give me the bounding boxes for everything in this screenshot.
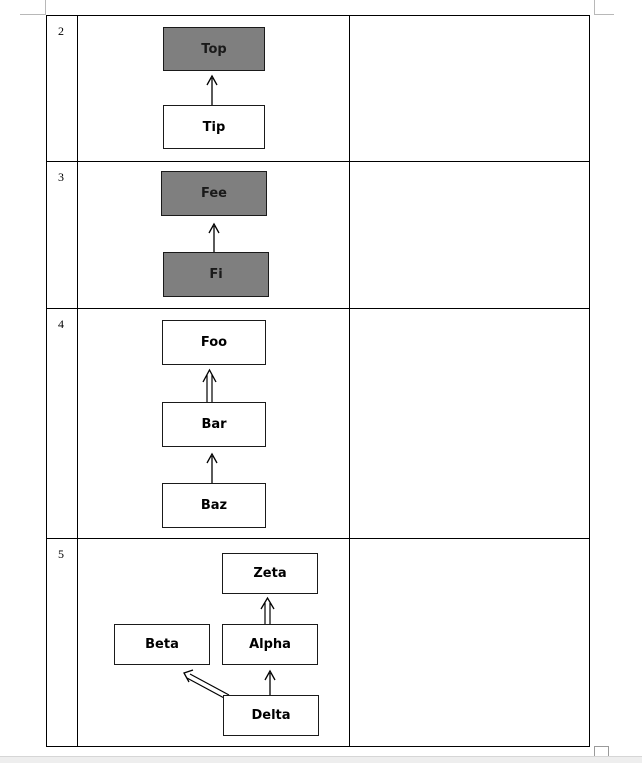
row-number-cell[interactable]: 2	[46, 15, 78, 162]
row-number-cell[interactable]: 3	[46, 161, 78, 309]
notes-cell[interactable]	[349, 15, 590, 162]
row-number: 3	[58, 170, 64, 184]
row-number: 2	[58, 24, 64, 38]
class-box-baz: Baz	[162, 483, 266, 528]
table-row: 3 Fee Fi	[46, 161, 590, 309]
row-number: 5	[58, 547, 64, 561]
crop-mark-top-left	[45, 0, 46, 14]
crop-mark-top-right	[594, 0, 595, 14]
class-box-fi: Fi	[163, 252, 269, 297]
class-box-top: Top	[163, 27, 265, 71]
class-box-bar: Bar	[162, 402, 266, 447]
class-box-tip: Tip	[163, 105, 265, 149]
diagram-cell[interactable]: Top Tip	[77, 15, 350, 162]
document-table: 2 Top Tip 3 Fee Fi 4	[46, 15, 590, 747]
diagram-cell[interactable]: Fee Fi	[77, 161, 350, 309]
table-row: 5 Zeta Beta Alph	[46, 538, 590, 747]
double-arrow-bar-to-foo	[202, 368, 217, 402]
class-box-zeta: Zeta	[222, 553, 318, 594]
notes-cell[interactable]	[349, 538, 590, 747]
crop-mark-left	[20, 14, 46, 15]
notes-cell[interactable]	[349, 161, 590, 309]
table-row: 4 Foo Bar Baz	[46, 308, 590, 539]
single-arrow-baz-to-bar	[206, 452, 218, 483]
diagram-cell[interactable]: Zeta Beta Alpha Delta	[77, 538, 350, 747]
row-number-cell[interactable]: 5	[46, 538, 78, 747]
double-arrow-alpha-to-zeta	[260, 596, 275, 624]
class-box-beta: Beta	[114, 624, 210, 665]
class-box-delta: Delta	[223, 695, 319, 736]
diagram-cell[interactable]: Foo Bar Baz	[77, 308, 350, 539]
page-bottom-edge	[0, 756, 642, 763]
class-box-foo: Foo	[162, 320, 266, 365]
diagram-arrows	[202, 368, 218, 483]
notes-cell[interactable]	[349, 308, 590, 539]
table-row: 2 Top Tip	[46, 15, 590, 162]
class-box-fee: Fee	[161, 171, 267, 216]
row-number-cell[interactable]: 4	[46, 308, 78, 539]
row-number: 4	[58, 317, 64, 331]
crop-mark-right	[594, 14, 614, 15]
inheritance-arrow	[206, 74, 218, 105]
inheritance-arrow	[208, 222, 220, 252]
diagram-arrows	[183, 596, 276, 700]
double-arrow-delta-to-beta	[183, 669, 230, 700]
class-box-alpha: Alpha	[222, 624, 318, 665]
single-arrow-delta-to-alpha	[264, 669, 276, 695]
